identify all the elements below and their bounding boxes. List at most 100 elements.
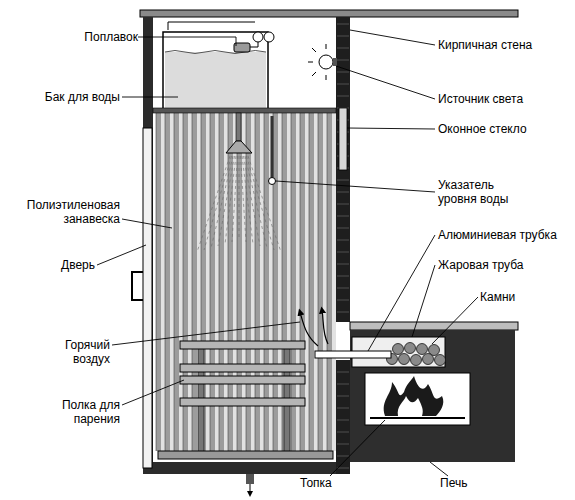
stones (417, 344, 428, 355)
curtain (318, 113, 319, 451)
water-tank (163, 32, 268, 110)
steam-bench (180, 341, 305, 458)
curtain (170, 113, 174, 451)
leader-line (122, 97, 178, 98)
brick-texture (337, 408, 349, 409)
water-tank (165, 52, 266, 108)
curtain (156, 113, 157, 451)
water-spray (232, 156, 238, 242)
stones (399, 354, 410, 365)
water-spray (247, 156, 275, 250)
leader-line (122, 219, 172, 228)
part-label: Поплавок (58, 30, 138, 44)
light-source (326, 44, 327, 49)
leader-line (276, 181, 435, 192)
light-source (326, 75, 327, 80)
curtain (174, 113, 179, 451)
flame (398, 396, 423, 416)
stove (350, 330, 515, 462)
cabin-walls (143, 462, 350, 474)
brick-texture (337, 204, 349, 205)
door (132, 272, 143, 300)
drain (246, 474, 254, 494)
brick-texture (337, 444, 349, 445)
stones (387, 343, 446, 366)
shower-head (226, 141, 252, 153)
water-spray (248, 156, 281, 252)
leader-line (347, 128, 435, 129)
leader-line (97, 30, 478, 476)
curtain (314, 113, 318, 451)
water-spray (211, 156, 233, 248)
leader-line (430, 462, 448, 476)
leader-line (412, 265, 435, 337)
curtain (327, 113, 328, 451)
curtain (332, 113, 336, 451)
brick-texture (337, 216, 349, 217)
drain (246, 474, 254, 484)
part-label: Полка для парения (42, 398, 120, 426)
light-source (312, 48, 316, 52)
stove (370, 417, 465, 419)
water-spray (218, 156, 235, 246)
water-spray (241, 156, 247, 242)
stove (350, 322, 518, 330)
curtain (305, 113, 309, 451)
stove (365, 373, 470, 425)
brick-texture (337, 372, 349, 373)
curtain (165, 113, 170, 451)
drain (250, 484, 251, 494)
part-label: Полиэтиленовая занавеска (8, 198, 120, 226)
curtain (309, 113, 314, 451)
part-label: Печь (440, 476, 510, 490)
water-tank (163, 32, 268, 110)
brick-texture (337, 252, 349, 253)
steam-bench (180, 398, 305, 406)
water-tank (165, 51, 266, 54)
float-valve (250, 47, 258, 48)
part-label: Кирпичная стена (438, 38, 573, 52)
brick-texture (337, 240, 349, 241)
brick-texture (337, 300, 349, 301)
aluminium-tube (315, 351, 391, 358)
window-glass (339, 108, 347, 170)
part-label: Дверь (40, 258, 95, 272)
stones (393, 344, 404, 355)
part-label: Камни (480, 290, 570, 304)
cabin-walls (143, 17, 153, 472)
stones (411, 355, 422, 366)
cabin-walls (336, 17, 350, 322)
brick-texture (337, 60, 349, 61)
part-label: Оконное стекло (438, 122, 573, 136)
part-label: Жаровая труба (438, 258, 573, 272)
cabin-walls (336, 360, 350, 474)
ceiling (140, 10, 518, 17)
stones (405, 343, 416, 354)
water-spray (204, 156, 232, 250)
floor-grate (158, 451, 333, 459)
brick-texture (337, 264, 349, 265)
hot-air-arrow (300, 310, 328, 346)
stones (435, 355, 446, 366)
water-level-indicator (269, 178, 276, 185)
brick-texture (337, 228, 349, 229)
curtain (323, 113, 327, 451)
light-source (308, 44, 337, 80)
water-spray (197, 156, 230, 252)
aluminium-tube (315, 351, 391, 358)
brick-texture (337, 24, 349, 25)
float-valve (253, 32, 263, 42)
curtain (156, 113, 161, 451)
stones (423, 354, 434, 365)
brick-texture (337, 312, 349, 313)
part-label: Бак для воды (20, 90, 120, 104)
steam-bench (180, 364, 305, 372)
brick-texture (337, 276, 349, 277)
leader-line (336, 66, 435, 99)
brick-texture (337, 288, 349, 289)
curtain (165, 113, 166, 451)
leader-line (112, 322, 300, 345)
leader-line (138, 37, 236, 46)
float-valve (258, 42, 259, 47)
